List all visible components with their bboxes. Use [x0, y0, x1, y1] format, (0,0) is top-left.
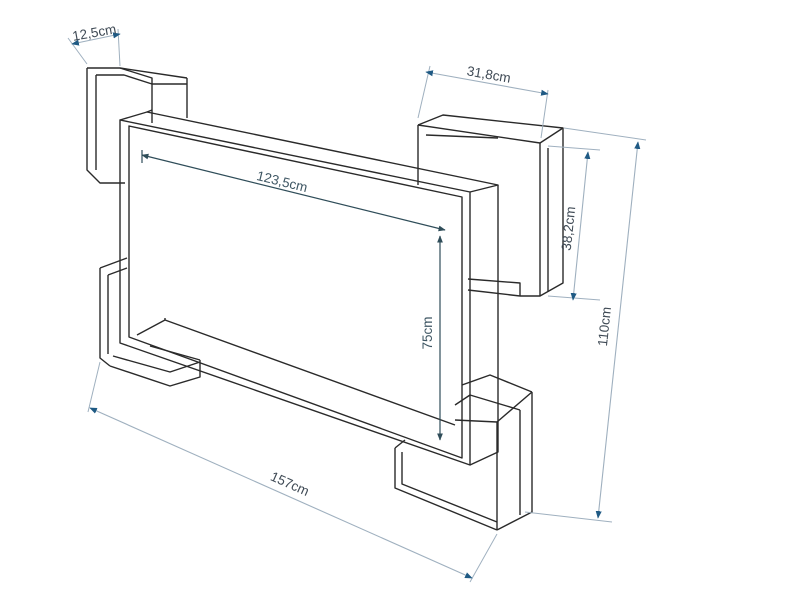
screen-width-line [141, 153, 446, 232]
side-shelf-width-line [425, 70, 549, 96]
extension-lines [67, 28, 647, 583]
depth-label: 12,5cm [71, 21, 117, 43]
top-left-shelf [86, 67, 188, 184]
side-shelf-height-label: 38,2cm [559, 206, 579, 252]
side-shelf-width-label: 31,8cm [466, 63, 512, 85]
inner-dimensions [141, 150, 446, 441]
bottom-left-shelf [99, 257, 201, 387]
furniture-outline [86, 67, 564, 531]
depth-dimension-line [71, 32, 121, 46]
total-width-line [89, 407, 473, 579]
side-shelf-height-line [570, 151, 591, 301]
screen-width-label: 123,5cm [255, 168, 309, 195]
dimension-lines [71, 32, 641, 579]
total-width-label: 157cm [268, 469, 311, 499]
top-right-shelf [417, 114, 564, 297]
screen-height-label: 75cm [420, 316, 435, 349]
total-height-label: 110cm [595, 306, 614, 347]
bottom-right-shelf [394, 374, 533, 531]
total-height-line [595, 141, 641, 519]
